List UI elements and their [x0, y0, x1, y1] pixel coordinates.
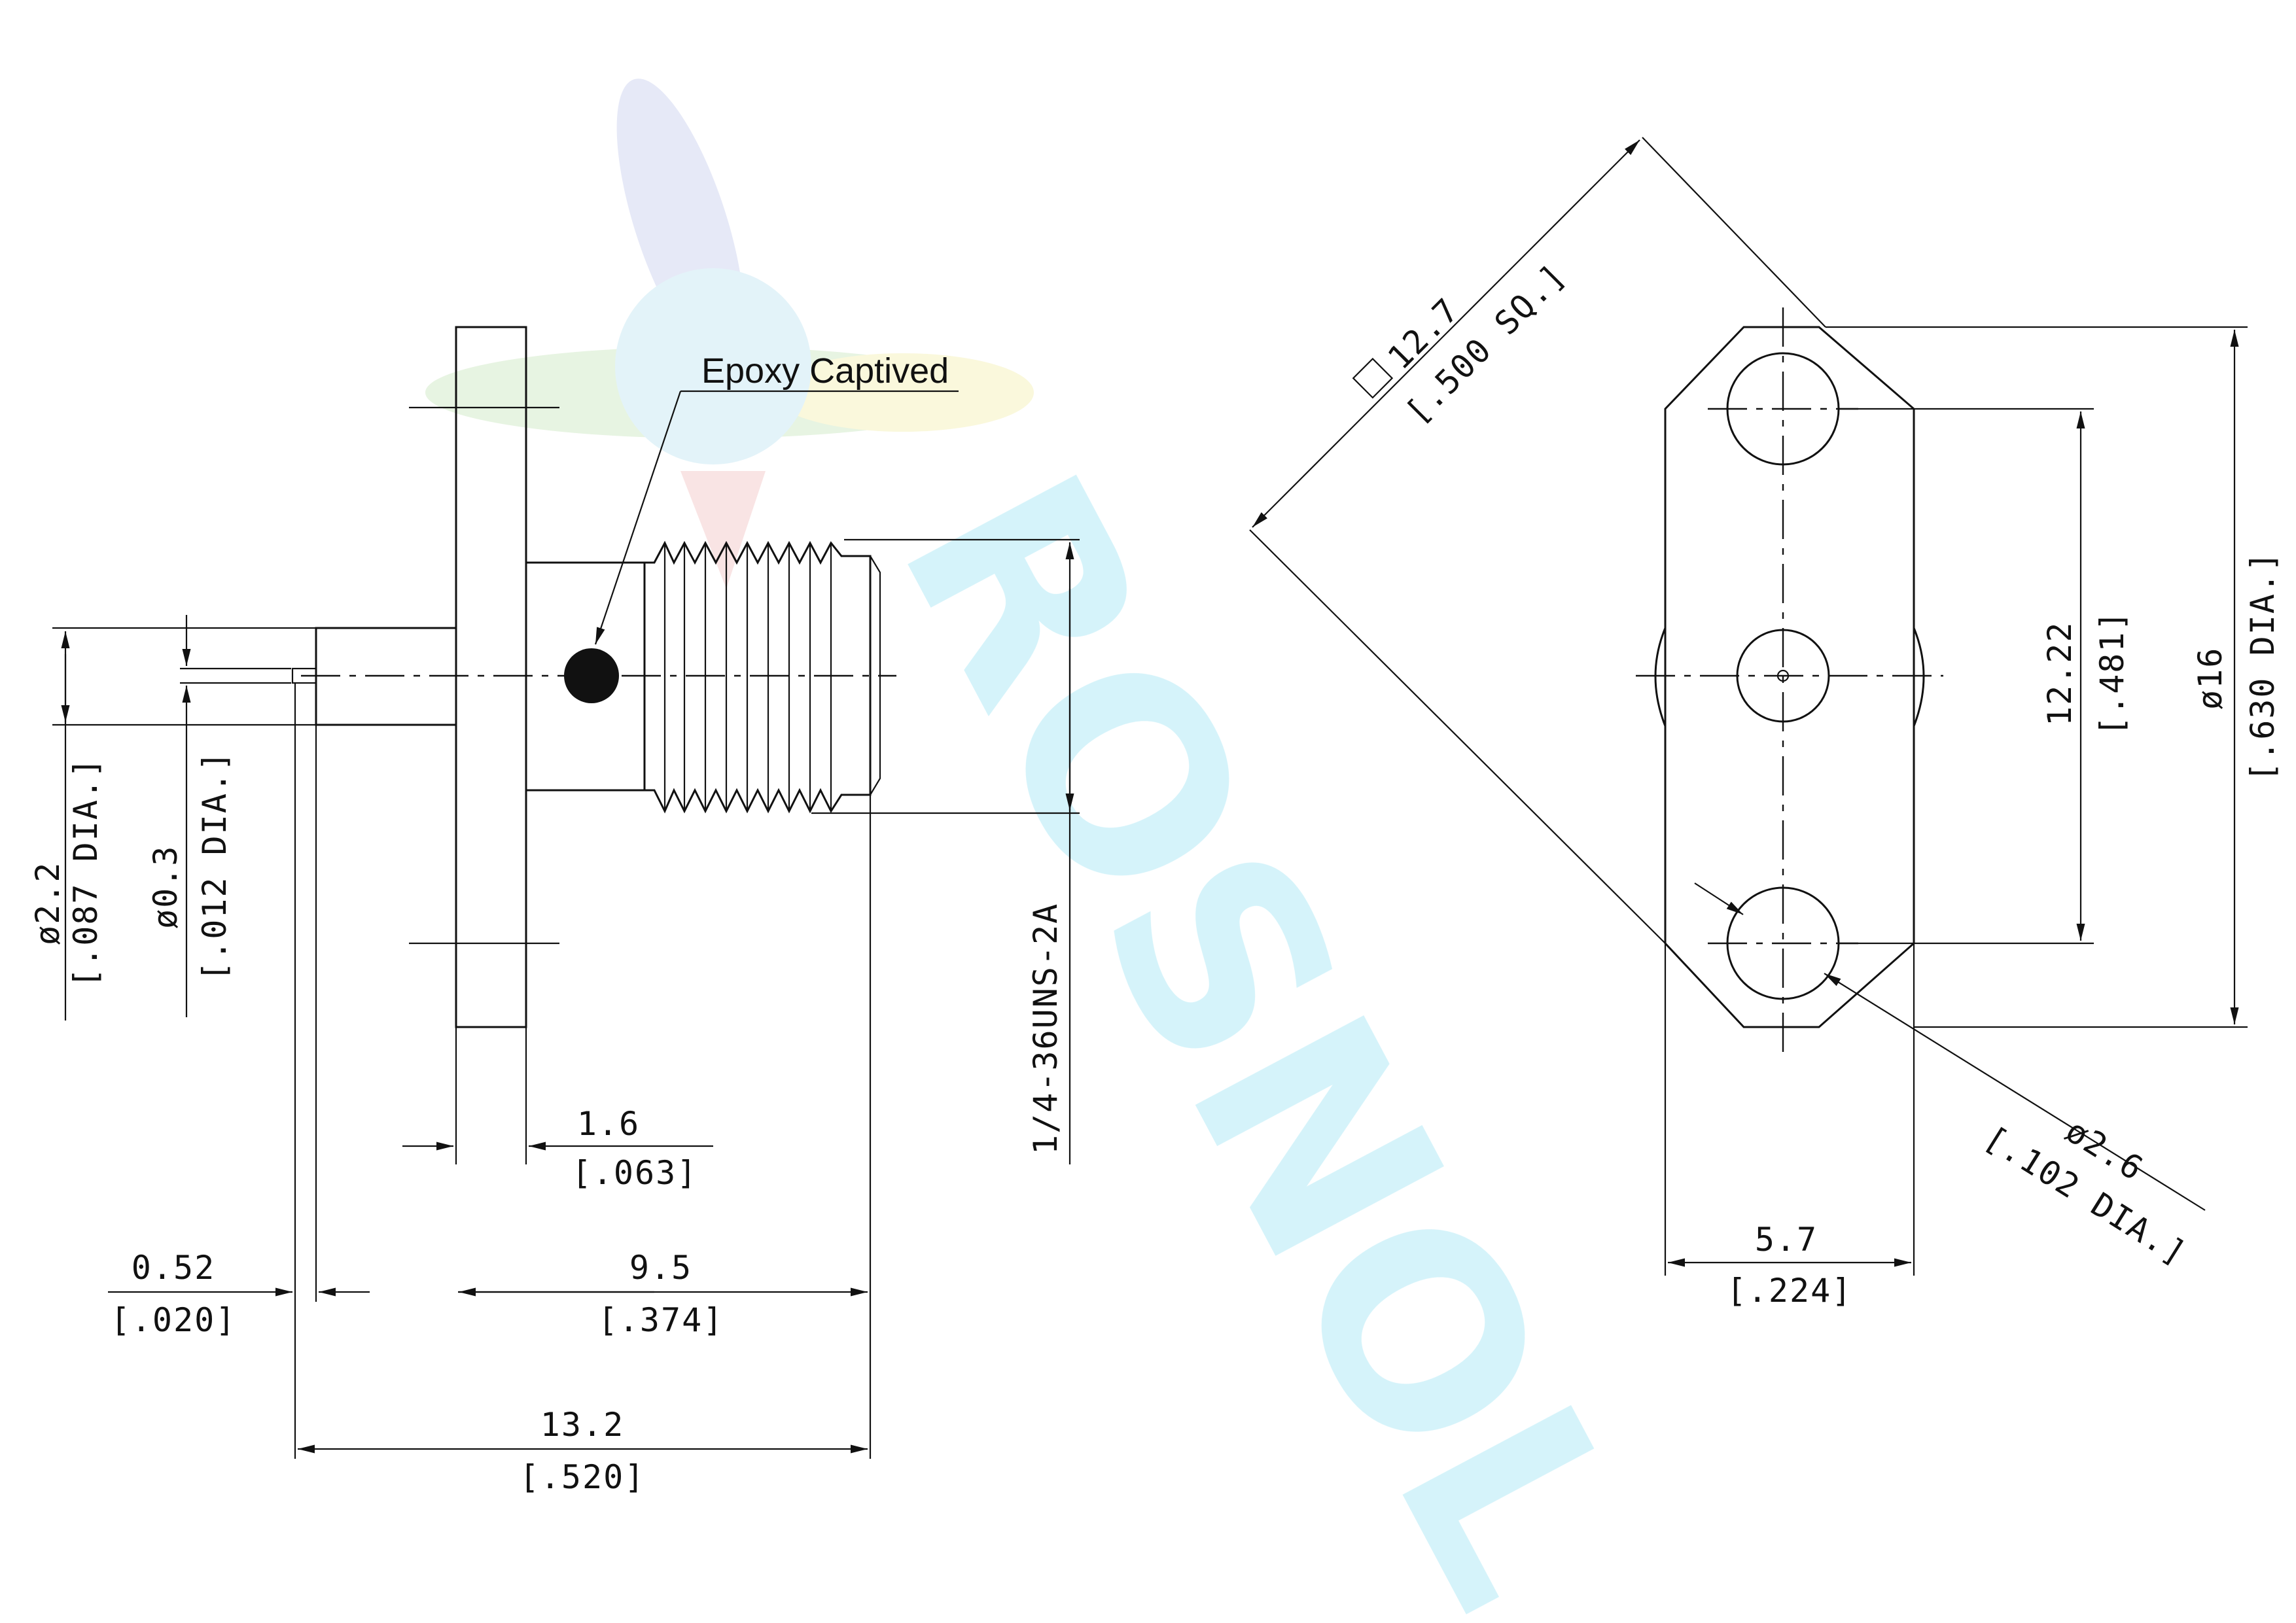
dimension-label: [.481] [2093, 610, 2131, 736]
dimension-label: ø16 [2191, 647, 2229, 710]
dim-pin-dia: ø2.2 [.087 DIA.] [29, 627, 316, 1021]
dimension-label: ø0.3 [147, 845, 185, 929]
dimension-label: 0.52 [132, 1249, 215, 1287]
dim-hole-spacing: 12.22 [.481] [1839, 408, 2131, 945]
dim-body-length: 9.5 [.374] [458, 795, 872, 1459]
epoxy-dot [564, 648, 619, 703]
dim-flange-width: 5.7 [.224] [1664, 943, 1915, 1310]
side-view [180, 326, 896, 1028]
dimension-label: [.630 DIA.] [2244, 551, 2282, 782]
dimension-label: [.020] [111, 1301, 237, 1339]
callout-label: Epoxy Captived [701, 351, 949, 391]
dim-contact-dia: ø0.3 [.012 DIA.] [147, 615, 234, 1017]
dimension-label: [.520] [520, 1458, 646, 1496]
dim-thread: 1/4-36UNS-2A [811, 538, 1080, 1164]
dim-flange-square: 12.7 [.500 SQ.] [1249, 137, 1826, 944]
dim-flange-thickness: 1.6 [.063] [402, 1027, 713, 1192]
dimension-label: [.374] [598, 1301, 724, 1339]
epoxy-callout: Epoxy Captived [594, 351, 959, 645]
dim-overall-length: 13.2 [.520] [298, 1406, 868, 1496]
dimension-label: [.012 DIA.] [196, 750, 234, 981]
connector-body [526, 561, 654, 792]
dimension-label: ø2.2 [29, 862, 67, 945]
front-view [1636, 307, 1943, 1053]
thread-profile [643, 540, 872, 814]
dimension-label: [.063] [572, 1154, 698, 1192]
dimension-label: 5.7 [1755, 1221, 1818, 1259]
dimension-label: 13.2 [540, 1406, 624, 1444]
watermark-logo [425, 79, 1034, 589]
dimension-label: [.087 DIA.] [67, 757, 105, 988]
dimension-label: [.224] [1727, 1272, 1853, 1310]
dim-outer-dia: ø16 [.630 DIA.] [1826, 326, 2282, 1028]
dimension-label: 1.6 [577, 1105, 640, 1143]
dim-pin-step: 0.52 [.020] [108, 683, 370, 1459]
watermark-text: ROSNOL [841, 429, 1684, 1623]
flange-plate [1664, 326, 1915, 1028]
flange-outline [455, 326, 527, 1028]
dim-hole-dia: ø2.6 [.102 DIA.] [1694, 882, 2206, 1273]
dimension-label: 9.5 [629, 1249, 692, 1287]
thread-spec-label: 1/4-36UNS-2A [1027, 903, 1065, 1155]
dimension-label: 12.22 [2041, 621, 2079, 726]
